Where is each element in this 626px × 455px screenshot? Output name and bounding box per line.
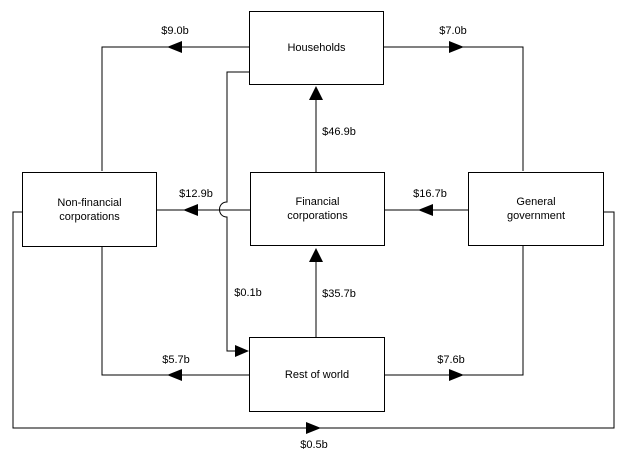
node-non-financial-corporations: Non-financial corporations bbox=[22, 172, 157, 247]
arrowhead-up bbox=[309, 86, 323, 100]
flow-label-rest-of-world-to-non-financial: $5.7b bbox=[162, 354, 190, 366]
flow-line-households-to-rest-of-world bbox=[219, 71, 249, 357]
flow-line-households-to-general-government bbox=[384, 41, 524, 171]
arrowhead-right bbox=[449, 369, 464, 381]
flow-label-non-financial-to-general-government: $0.5b bbox=[300, 439, 328, 451]
flow-line-rest-of-world-to-non-financial bbox=[101, 247, 249, 381]
arrowhead-right bbox=[235, 345, 249, 357]
flow-line-financial-to-households bbox=[309, 86, 323, 172]
flow-label-households-to-non-financial: $9.0b bbox=[161, 25, 189, 37]
arrowhead-left bbox=[167, 369, 182, 381]
flow-line-general-government-to-financial bbox=[385, 204, 468, 216]
flow-label-financial-to-non-financial: $12.9b bbox=[179, 188, 213, 200]
flow-line-rest-of-world-to-financial bbox=[309, 248, 323, 337]
arrowhead-left bbox=[167, 41, 182, 53]
node-households: Households bbox=[249, 11, 384, 85]
flow-line-households-to-non-financial bbox=[101, 41, 249, 171]
node-general-government: General government bbox=[468, 172, 604, 246]
flow-label-general-government-to-financial: $16.7b bbox=[413, 188, 447, 200]
node-financial-corporations: Financial corporations bbox=[250, 172, 385, 246]
node-rest-of-world: Rest of world bbox=[249, 337, 385, 412]
flow-label-rest-of-world-to-financial: $35.7b bbox=[322, 288, 356, 300]
flow-line-financial-to-non-financial bbox=[157, 204, 250, 216]
flow-label-rest-of-world-to-general-government: $7.6b bbox=[437, 354, 465, 366]
flow-line-rest-of-world-to-general-government bbox=[385, 246, 524, 381]
flow-label-households-to-general-government: $7.0b bbox=[439, 25, 467, 37]
flow-label-households-to-rest-of-world: $0.1b bbox=[234, 287, 262, 299]
arrowhead-right bbox=[306, 422, 321, 434]
arrowhead-left bbox=[418, 204, 433, 216]
arrowhead-up bbox=[309, 248, 323, 262]
arrowhead-left bbox=[183, 204, 198, 216]
flow-label-financial-to-households: $46.9b bbox=[322, 126, 356, 138]
arrowhead-right bbox=[449, 41, 464, 53]
flow-line-non-financial-to-general-government bbox=[12, 211, 615, 434]
